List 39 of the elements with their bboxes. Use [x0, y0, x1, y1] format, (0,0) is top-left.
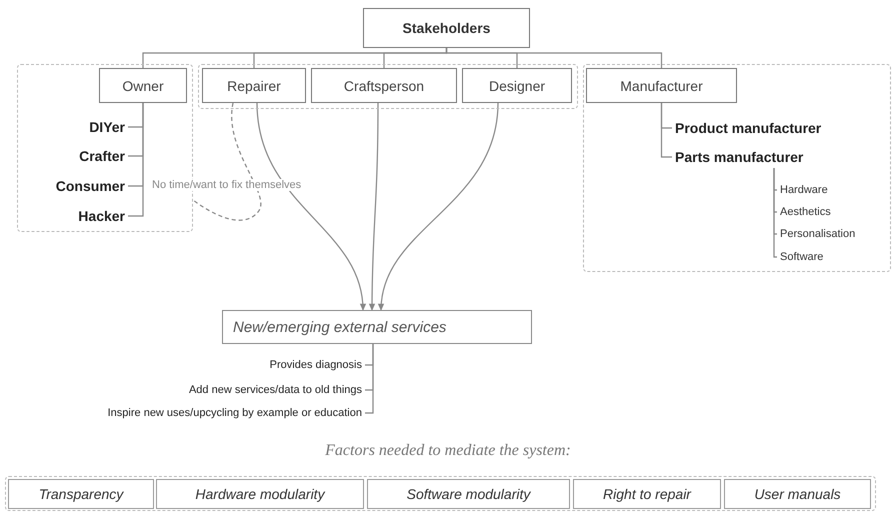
stakeholder-box: Owner — [99, 68, 187, 103]
stakeholder-box: Repairer — [202, 68, 306, 103]
connector-line — [446, 48, 662, 68]
list-item: Product manufacturer — [675, 117, 865, 139]
factor-box: Software modularity — [367, 479, 570, 509]
factor-box: Right to repair — [573, 479, 721, 509]
list-item: Inspire new uses/upcycling by example or education — [4, 404, 362, 422]
root-box: Stakeholders — [363, 8, 530, 48]
arrow — [368, 103, 379, 311]
factor-box: Transparency — [8, 479, 154, 509]
arrow — [256, 102, 366, 311]
edge-label: No time/want to fix themselves — [151, 179, 302, 191]
group-panel — [583, 64, 891, 272]
stakeholder-box: Designer — [462, 68, 572, 103]
list-item: Hardware — [780, 181, 885, 199]
connector-line — [660, 103, 672, 158]
section-heading: Factors needed to mediate the system: — [324, 442, 572, 460]
list-item: Hacker — [35, 206, 125, 226]
service-box: New/emerging external services — [222, 310, 532, 344]
group-panel — [198, 64, 578, 109]
list-item: DIYer — [35, 117, 125, 137]
connector-line — [128, 103, 144, 217]
connector-line — [773, 168, 777, 258]
list-item: Personalisation — [780, 225, 885, 243]
stakeholder-box: Craftsperson — [311, 68, 457, 103]
group-panel — [5, 476, 876, 511]
list-item: Parts manufacturer — [675, 146, 865, 168]
list-item: Crafter — [35, 146, 125, 166]
connector-line — [365, 344, 374, 414]
stakeholder-box: Manufacturer — [586, 68, 737, 103]
factor-box: User manuals — [724, 479, 871, 509]
factor-box: Hardware modularity — [156, 479, 364, 509]
list-item: Consumer — [35, 176, 125, 196]
list-item: Add new services/data to old things — [100, 381, 362, 399]
dashed-connector — [192, 102, 262, 221]
arrow — [378, 102, 499, 311]
list-item: Aesthetics — [780, 203, 885, 221]
list-item: Software — [780, 248, 885, 266]
list-item: Provides diagnosis — [150, 356, 362, 374]
